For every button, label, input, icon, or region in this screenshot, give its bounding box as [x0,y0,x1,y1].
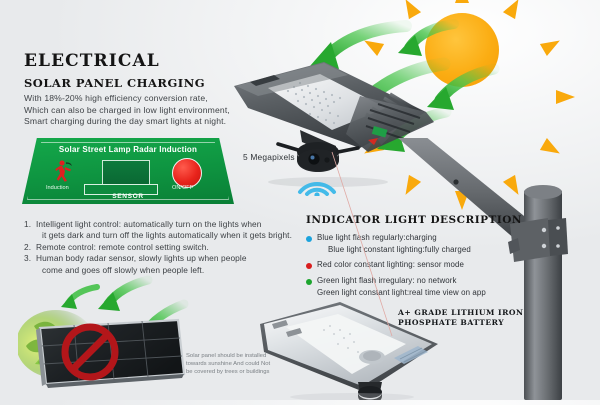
panel-display [102,160,150,186]
sun-ray [539,34,564,57]
walking-person-icon [55,160,73,182]
megapixels-label: 5 Megapixels [243,152,295,162]
caption-line: towards sunshine And could Not [186,361,271,368]
indicator-row: Blue light flash regularly:charging [306,232,556,243]
paragraph-line: With 18%-20% high efficiency conversion … [24,93,208,103]
indicator-text: Blue light flash regularly:charging [317,233,437,242]
list-line: Remote control: remote control setting s… [36,241,209,252]
sun-ray [399,0,422,20]
battery-line: PHOSPHATE BATTERY [398,318,505,327]
battery-caption: A+ GRADE LITHIUM IRON PHOSPHATE BATTERY [398,308,523,328]
list-line: Human body radar sensor, slowly lights u… [36,253,247,264]
list-number: 1. [24,219,32,229]
curved-arrow-icon [396,19,459,68]
curved-arrow-icon [300,20,412,84]
solar-street-lamp-icon [228,56,438,188]
indicator-subtext: Blue light constant lighting:fully charg… [328,245,471,254]
sensor-label: SENSOR [112,193,144,200]
caption-line: Solar panel should be installed [186,353,267,359]
power-button[interactable] [172,158,202,188]
sensor-slot [84,184,158,195]
caption-line: be covered by trees or buildings [186,369,270,376]
curved-arrow-icon [60,284,100,316]
list-line: it gets dark and turn off the lights aut… [42,230,292,241]
mounting-pole-icon [398,132,600,400]
list-number: 3. [24,253,32,264]
indicator-row: Green light flash irregulary: no network [306,275,556,286]
list-item: 2. Remote control: remote control settin… [24,242,292,253]
panel-warning-caption: Solar panel should be installed towards … [186,352,270,377]
status-badge [306,262,312,269]
indicator-heading: INDICATOR LIGHT DESCRIPTION [306,214,522,226]
section-subtitle: SOLAR PANEL CHARGING [24,76,206,90]
panel-title: Solar Street Lamp Radar Induction [58,145,198,154]
indicator-subtext: Green light constant light:real time vie… [317,288,486,297]
list-line: come and goes off slowly when people lef… [42,264,205,275]
battery-line: A+ GRADE LITHIUM IRON [398,308,524,317]
solar-street-lamp-icon [252,300,442,404]
list-number: 2. [24,241,32,252]
list-line: Intelligent light control: automatically… [36,219,262,229]
status-badge [306,235,312,242]
status-badge [306,278,312,285]
sun-ray [455,0,469,3]
feature-list: 1. Intelligent light control: automatica… [24,219,292,276]
solar-charging-paragraph: With 18%-20% high efficiency conversion … [24,93,230,128]
page-title: ELECTRICAL [24,51,160,71]
induction-label: Induction [46,185,69,191]
indicator-light-section: INDICATOR LIGHT DESCRIPTION Blue light f… [306,214,556,298]
indicator-text: Red color constant lighting: sensor mode [317,260,464,269]
callout-line [330,150,410,345]
curved-arrow-icon [96,275,153,322]
sun-ray [502,0,525,20]
curved-arrow-icon [424,63,500,122]
solar-panel-icon [16,300,190,392]
indicator-text: Green light flash irregulary: no network [317,276,457,285]
list-item: 1. Intelligent light control: automatica… [24,219,292,242]
paragraph-line: Which can also be charged in low light e… [24,104,230,115]
sun-ray [556,90,575,104]
radar-induction-panel: Solar Street Lamp Radar Induction Induct… [22,138,234,204]
list-item: 3. Human body radar sensor, slowly light… [24,253,292,276]
paragraph-line: Smart charging during the day smart ligh… [24,116,227,127]
indicator-row: Red color constant lighting: sensor mode [306,259,556,270]
onoff-label: ON/OFF [172,185,194,191]
